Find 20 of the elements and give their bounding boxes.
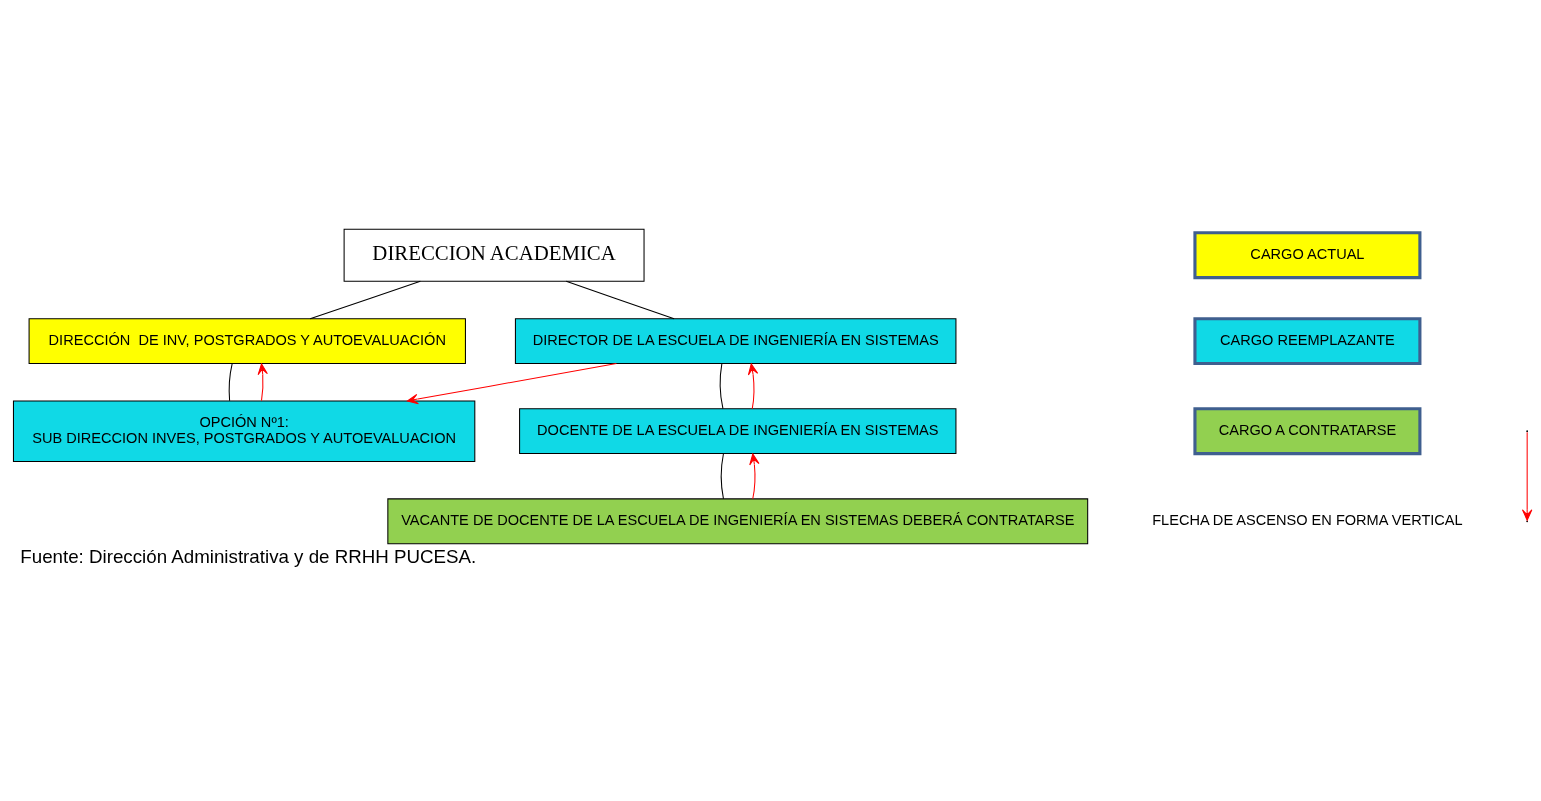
node-box: DIRECCION ACADEMICA bbox=[343, 228, 645, 282]
connector bbox=[565, 280, 675, 319]
legend-label: CARGO ACTUAL bbox=[1250, 245, 1365, 262]
legend-label: FLECHA DE ASCENSO EN FORMA VERTICAL bbox=[1152, 511, 1463, 528]
legend-label: CARGO REEMPLAZANTE bbox=[1220, 331, 1395, 348]
node-box: OPCIÓN Nº1: SUB DIRECCION INVES, POSTGRADOS Y AUTOEVALUACION bbox=[12, 400, 476, 462]
connector bbox=[720, 453, 724, 499]
connector bbox=[309, 280, 421, 319]
arrow bbox=[257, 362, 268, 401]
arrow bbox=[749, 453, 760, 499]
node-box: DIRECTOR DE LA ESCUELA DE INGENIERÍA EN SISTEMAS bbox=[514, 317, 957, 364]
arrow bbox=[747, 362, 759, 409]
node-box: DIRECCIÓN DE INV, POSTGRADOS Y AUTOEVALUACIÓN bbox=[28, 317, 466, 364]
connector bbox=[228, 362, 233, 401]
node-box: DOCENTE DE LA ESCUELA DE INGENIERÍA EN SISTEMAS bbox=[519, 407, 957, 454]
node-box: VACANTE DE DOCENTE DE LA ESCUELA DE INGENIERÍA EN SISTEMAS DEBERÁ CONTRATARSE bbox=[387, 497, 1089, 544]
legend-label: CARGO A CONTRATARSE bbox=[1218, 421, 1397, 438]
arrow bbox=[406, 362, 617, 404]
caption: Fuente: Dirección Administrativa y de RRHH PUCESA. bbox=[20, 545, 477, 567]
connector bbox=[719, 362, 724, 409]
